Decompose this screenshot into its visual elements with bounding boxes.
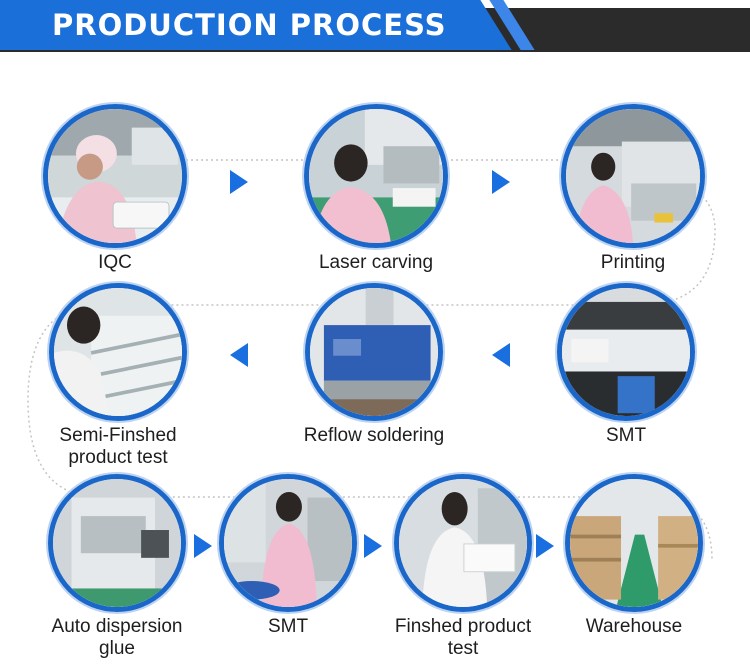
step-label: IQC xyxy=(98,252,132,273)
step-photo xyxy=(49,283,187,421)
step-photo xyxy=(304,104,448,248)
step-photo xyxy=(565,474,703,612)
arrow-right-icon xyxy=(194,534,212,558)
step-label: Reflow soldering xyxy=(303,425,445,446)
photo-smt-2 xyxy=(224,479,352,607)
step-photo xyxy=(305,283,443,421)
arrow-right-icon xyxy=(536,534,554,558)
step-reflow-soldering: Reflow soldering xyxy=(279,283,469,447)
arrow-right-icon xyxy=(492,170,510,194)
page-header: PRODUCTION PROCESS xyxy=(0,0,750,60)
step-auto-dispersion-glue: Auto dispersion glue xyxy=(22,474,212,660)
photo-warehouse xyxy=(570,479,698,607)
step-photo xyxy=(48,474,186,612)
photo-semi-finished-test xyxy=(54,288,182,416)
step-iqc: IQC xyxy=(20,104,210,274)
step-label: SMT xyxy=(267,616,309,637)
step-semi-finished-test: Semi-Finshed product test xyxy=(23,283,213,469)
step-finished-product-test: Finshed product test xyxy=(368,474,558,660)
arrow-left-icon xyxy=(230,343,248,367)
page-title: PRODUCTION PROCESS xyxy=(52,8,447,42)
step-smt-2: SMT xyxy=(193,474,383,638)
step-label: Printing xyxy=(600,252,666,273)
step-laser-carving: Laser carving xyxy=(281,104,471,274)
photo-smt-1 xyxy=(562,288,690,416)
photo-auto-dispersion-glue xyxy=(53,479,181,607)
header-blue-banner xyxy=(0,0,500,50)
step-label: Laser carving xyxy=(318,252,434,273)
step-photo xyxy=(43,104,187,248)
step-photo xyxy=(557,283,695,421)
step-photo xyxy=(561,104,705,248)
step-printing: Printing xyxy=(538,104,728,274)
step-smt-1: SMT xyxy=(531,283,721,447)
step-label: Warehouse xyxy=(585,616,683,637)
step-label: Finshed product test xyxy=(394,616,532,659)
arrow-right-icon xyxy=(230,170,248,194)
step-label: Semi-Finshed product test xyxy=(59,425,177,468)
photo-laser-carving xyxy=(309,109,443,243)
step-label: SMT xyxy=(605,425,647,446)
arrow-right-icon xyxy=(364,534,382,558)
arrow-left-icon xyxy=(492,343,510,367)
step-photo xyxy=(394,474,532,612)
photo-reflow-soldering xyxy=(310,288,438,416)
photo-finished-product-test xyxy=(399,479,527,607)
photo-iqc xyxy=(48,109,182,243)
step-label: Auto dispersion glue xyxy=(51,616,183,659)
step-warehouse: Warehouse xyxy=(539,474,729,638)
photo-printing xyxy=(566,109,700,243)
step-photo xyxy=(219,474,357,612)
